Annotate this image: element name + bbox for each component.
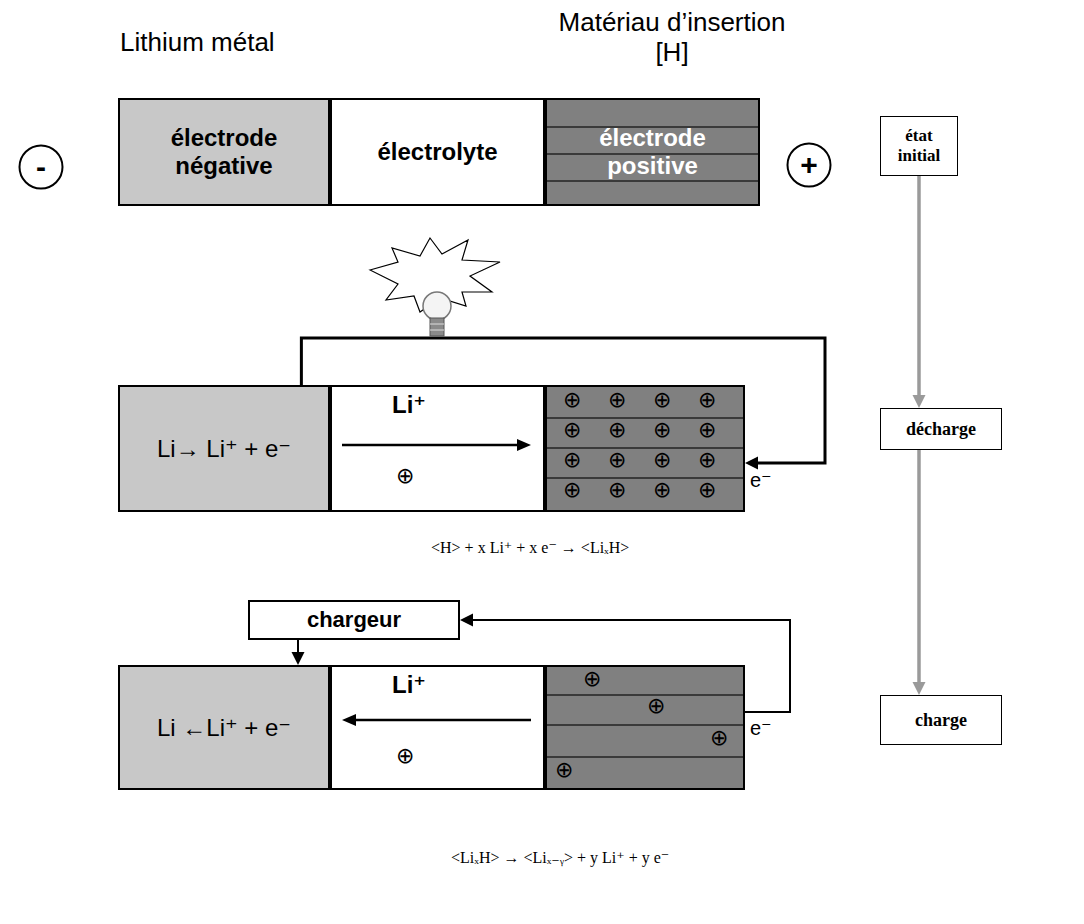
box-label: Li→ Li⁺ + e⁻ bbox=[157, 435, 291, 463]
electrolyte-box: électrolyte bbox=[330, 98, 545, 206]
ion-label: Li⁺ bbox=[392, 391, 426, 419]
terminal-sign: + bbox=[800, 148, 818, 183]
electrode-heading: Lithium métal bbox=[120, 28, 380, 58]
arrow-head bbox=[517, 439, 531, 451]
arrow-head bbox=[460, 614, 473, 627]
box-label: électrode positive bbox=[573, 124, 733, 179]
ion-label: Li⁺ bbox=[392, 671, 426, 699]
terminal-sign: - bbox=[36, 150, 46, 185]
lithium-ion-symbol: ⊕ bbox=[555, 759, 573, 781]
reaction-equation: <LiₓH> → <Liₓ₋ᵧ> + y Li⁺ + y e⁻ bbox=[451, 848, 669, 867]
electrolyte-box: Li⁺ ⊕ bbox=[330, 385, 545, 512]
bulb-base bbox=[430, 318, 444, 336]
negative-electrode: Li ←Li⁺ + e⁻ bbox=[118, 665, 330, 790]
lithium-ion-symbol: ⊕ bbox=[653, 479, 671, 501]
bulb-thread bbox=[430, 324, 444, 325]
electrolyte-box: Li⁺ ⊕ bbox=[330, 665, 545, 790]
positive-electrode: ⊕ ⊕ ⊕ ⊕ bbox=[545, 665, 745, 790]
box-label: décharge bbox=[906, 419, 976, 440]
lithium-ion-symbol: ⊕ bbox=[698, 449, 716, 471]
light-bulb bbox=[423, 292, 451, 336]
box-label: charge bbox=[915, 710, 967, 731]
lithium-ion-symbol: ⊕ bbox=[653, 419, 671, 441]
arrow-head bbox=[745, 457, 758, 470]
lithium-ion-symbol: ⊕ bbox=[608, 389, 626, 411]
lithium-ion-symbol: ⊕ bbox=[647, 695, 665, 717]
lithium-ion-symbol: ⊕ bbox=[583, 668, 601, 690]
ion-flow-arrow bbox=[332, 667, 543, 788]
lithium-ion-symbol: ⊕ bbox=[698, 389, 716, 411]
arrow-shaft bbox=[342, 444, 521, 447]
electron-label: e⁻ bbox=[750, 468, 772, 492]
lithium-ion-symbol: ⊕ bbox=[563, 389, 581, 411]
layer-line bbox=[547, 724, 743, 726]
connector bbox=[913, 450, 926, 695]
electrode-heading: Matériau d’insertion [H] bbox=[547, 8, 797, 68]
lithium-ion-symbol: ⊕ bbox=[710, 727, 728, 749]
lithium-ion-symbol: ⊕ bbox=[396, 463, 414, 488]
lithium-ion-symbol: ⊕ bbox=[653, 449, 671, 471]
lithium-ion-symbol: ⊕ bbox=[608, 479, 626, 501]
connector bbox=[913, 176, 926, 408]
positive-electrode: Matériau d’insertion [H]électrode positi… bbox=[545, 98, 760, 206]
box-label: état initial bbox=[889, 126, 949, 165]
box-label: Li ←Li⁺ + e⁻ bbox=[157, 714, 291, 742]
arrow-head bbox=[342, 714, 356, 726]
lithium-ion-symbol: ⊕ bbox=[608, 419, 626, 441]
positive-electrode: ⊕ ⊕ ⊕ ⊕ ⊕ ⊕ ⊕ ⊕ ⊕ ⊕ ⊕ ⊕ ⊕ ⊕ ⊕ ⊕ bbox=[545, 385, 745, 512]
state-box: décharge bbox=[880, 408, 1002, 450]
arrow-head bbox=[292, 652, 305, 665]
bulb-thread bbox=[430, 330, 444, 331]
terminal-circle: + bbox=[786, 142, 832, 188]
layer-line bbox=[547, 694, 743, 696]
electron-label: e⁻ bbox=[750, 716, 772, 740]
lithium-ion-symbol: ⊕ bbox=[563, 479, 581, 501]
negative-electrode: Lithium métalélectrode négative bbox=[118, 98, 330, 206]
connector-line bbox=[917, 450, 921, 684]
connector-line bbox=[917, 176, 921, 397]
box-label: électrode négative bbox=[149, 124, 299, 179]
bulb-glass bbox=[423, 292, 451, 320]
arrow-shaft bbox=[352, 719, 531, 722]
layer-line bbox=[547, 756, 743, 758]
lithium-ion-symbol: ⊕ bbox=[396, 743, 414, 768]
lithium-ion-symbol: ⊕ bbox=[698, 479, 716, 501]
ion-flow-arrow bbox=[332, 387, 543, 510]
circle-shape bbox=[20, 146, 63, 189]
lithium-ion-symbol: ⊕ bbox=[608, 449, 626, 471]
reaction-equation: <H> + x Li⁺ + x e⁻ → <LiₓH> bbox=[431, 538, 629, 557]
state-box: charge bbox=[880, 695, 1002, 745]
charger-box: chargeur bbox=[248, 600, 460, 640]
lithium-ion-symbol: ⊕ bbox=[653, 389, 671, 411]
arrow-head bbox=[913, 682, 926, 695]
lithium-ion-symbol: ⊕ bbox=[563, 419, 581, 441]
terminal-circle: - bbox=[18, 144, 64, 190]
layer-line bbox=[547, 180, 758, 182]
lithium-ion-symbol: ⊕ bbox=[698, 419, 716, 441]
state-box: état initial bbox=[880, 116, 958, 176]
lithium-ion-symbol: ⊕ bbox=[563, 449, 581, 471]
box-label: chargeur bbox=[307, 607, 401, 632]
box-label: électrolyte bbox=[377, 138, 497, 166]
arrow-head bbox=[913, 395, 926, 408]
circle-shape bbox=[788, 144, 831, 187]
negative-electrode: Li→ Li⁺ + e⁻ bbox=[118, 385, 330, 512]
